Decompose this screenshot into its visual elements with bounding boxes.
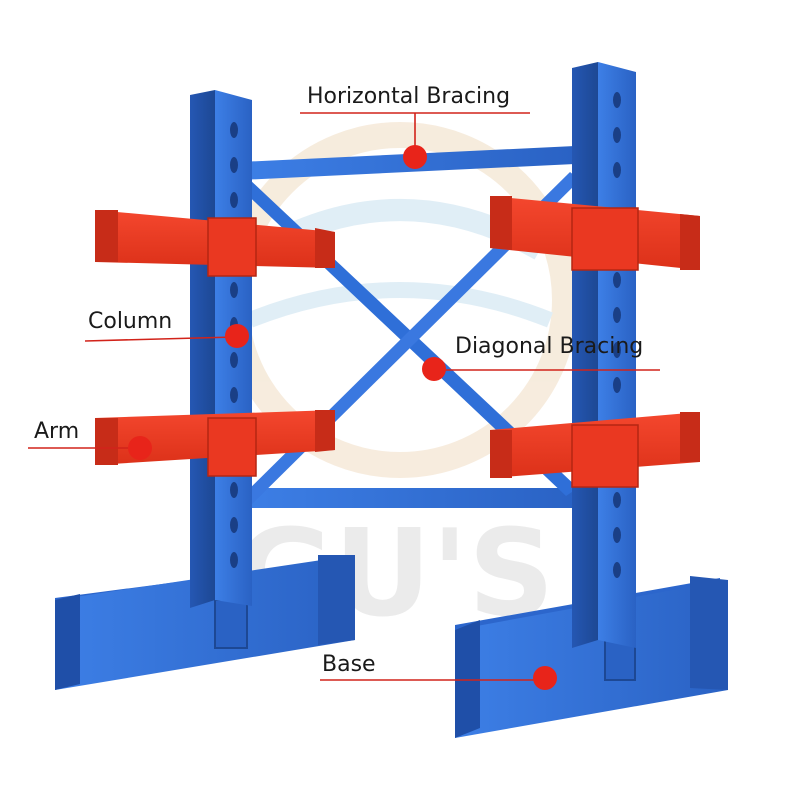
left-column — [190, 90, 252, 608]
label-arm: Arm — [34, 419, 80, 444]
label-column: Column — [88, 309, 173, 334]
callout-lines — [28, 112, 660, 681]
arm-right-upper — [490, 196, 700, 271]
marker-arm — [128, 436, 152, 460]
arm-right-lower — [490, 412, 700, 488]
arm-left-lower — [95, 410, 335, 477]
arm-left-upper — [95, 210, 335, 277]
marker-column — [225, 324, 249, 348]
label-horizontal-bracing: Horizontal Bracing — [307, 84, 511, 109]
marker-base — [533, 666, 557, 690]
label-diagonal-bracing: Diagonal Bracing — [455, 334, 644, 359]
label-base: Base — [322, 652, 376, 677]
marker-horizontal-bracing — [403, 145, 427, 169]
marker-diagonal-bracing — [422, 357, 446, 381]
